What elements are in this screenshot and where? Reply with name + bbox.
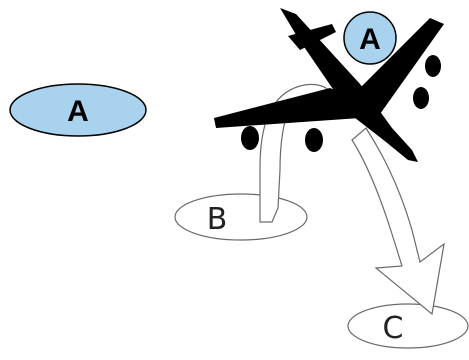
node-c: C	[347, 303, 469, 349]
node-c-shape	[347, 303, 469, 349]
node-a-left-shape	[9, 83, 147, 137]
node-a-left: A	[9, 83, 147, 137]
airplane-right-wing	[352, 18, 444, 114]
airplane-engine-1	[241, 126, 259, 150]
arrow-plane-to-c	[351, 127, 445, 316]
airplane-engine-3	[425, 55, 441, 77]
node-b-label: B	[207, 202, 228, 237]
airplane-icon	[214, 8, 444, 162]
airplane-fuselage	[280, 8, 418, 162]
node-b: B	[174, 193, 308, 241]
node-a-left-label: A	[67, 95, 89, 128]
airplane-left-wing	[214, 88, 372, 128]
airplane-tail	[288, 24, 336, 50]
node-a-top: A	[343, 11, 397, 65]
node-a-top-shape	[343, 11, 397, 65]
airplane-engine-4	[413, 87, 429, 109]
airplane-engine-2	[305, 128, 323, 152]
node-b-shape	[174, 193, 308, 241]
node-a-top-label: A	[359, 23, 381, 56]
node-c-label: C	[383, 311, 404, 346]
